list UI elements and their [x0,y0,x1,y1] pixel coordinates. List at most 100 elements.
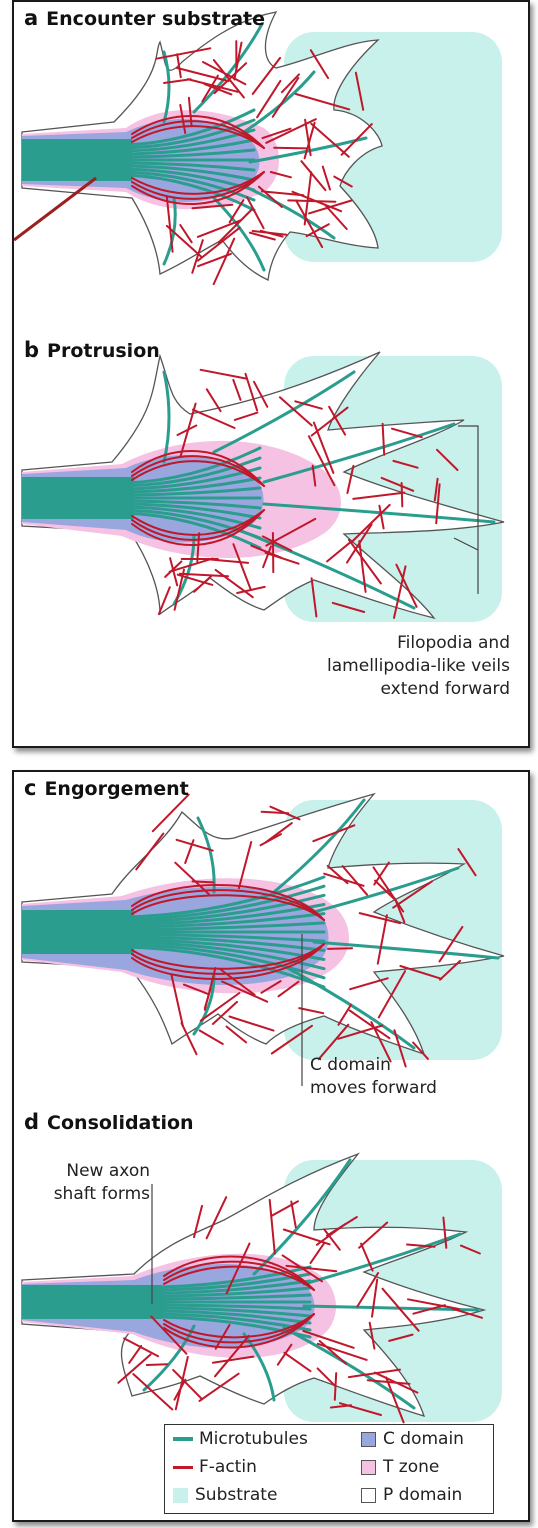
factin-filament [179,402,197,458]
factin-filament [457,848,477,877]
microtubule [122,486,262,497]
factin-filament [261,127,292,140]
microtubule [192,974,216,1036]
factin-filament [333,1372,338,1401]
factin-filament [280,73,300,94]
factin-filament [270,1024,313,1055]
growth-cone-a [14,11,502,286]
substrate-box-icon [173,1487,188,1503]
factin-filament [328,405,347,436]
factin-filament [371,1278,379,1318]
factin-filament [303,121,316,160]
factin-filament [350,503,391,544]
microtubule [160,1306,312,1318]
factin-filament [173,1378,187,1401]
factin-filament [323,1228,341,1251]
panel-c-annotation: C domain moves forward [310,1054,437,1100]
factin-filament [347,538,382,585]
factin-filament [168,557,214,573]
factin-filament [217,207,254,244]
panel-c-title: Engorgement [44,778,189,800]
factin-filament [337,1003,352,1026]
legend-item-factin: F-actin [173,1457,257,1477]
microtubule [212,370,356,454]
factin-filament [393,1029,407,1068]
microtubule [122,943,326,980]
factin-filament [202,61,247,86]
annotation-d-line-2: shaft forms [53,1184,150,1204]
microtubule [122,945,326,989]
growth-cone-c [21,792,505,1086]
factin-filament [251,56,282,95]
panel-a-letter: a [24,6,39,30]
factin-filament [291,190,343,213]
microtubule [302,1232,462,1286]
factin-arc [131,894,325,921]
factin-filament [221,980,269,1003]
factin-arc [163,1260,315,1291]
factin-arc [131,509,265,546]
t-zone-box-icon [361,1459,376,1475]
factin-filament [298,1007,325,1015]
annotation-d-line-1: New axon [66,1161,150,1181]
factin-filament [295,199,324,249]
factin-filament [406,1243,436,1248]
panel-d-title: Consolidation [47,1112,194,1134]
factin-filament [182,983,210,996]
microtubule [232,526,416,610]
microtubule [122,170,256,202]
factin-filament [394,897,406,924]
panel-a-title: Encounter substrate [46,8,265,30]
factin-filament [212,237,236,286]
factin-filament [321,165,331,191]
factin-filament [150,1315,188,1355]
microtubule [160,1293,312,1301]
factin-filament [176,424,198,436]
axon-shaft-a [22,139,132,181]
factin-filament [165,195,174,253]
factin-filament [302,1330,355,1349]
factin-filament [176,573,214,586]
panel-a-heading: a Encounter substrate [24,6,265,30]
microtubule [122,502,262,520]
factin-arc [131,943,325,975]
factin-filament [172,1368,204,1401]
factin-filament [199,992,241,1022]
factin-filament [191,203,234,210]
microtubule [122,138,256,156]
factin-filament [380,476,415,492]
factin-arc [131,171,265,200]
growth-cone-b [21,351,505,622]
factin-filament [157,586,171,616]
panel-b-title: Protrusion [47,340,160,362]
factin-filament [205,1196,228,1240]
factin-filament [198,1029,224,1045]
factin-filament [196,219,242,238]
factin-filament [412,1304,446,1315]
factin-filament [310,122,350,158]
annotation-b-line-1: Filopodia and [397,633,510,653]
factin-filament [264,551,300,565]
factin-filament [169,557,179,587]
factin-arc [131,450,265,487]
microtubule [122,511,262,550]
factin-a [131,40,373,286]
microtubule [282,1326,416,1410]
microtubule [312,866,460,914]
factin-filament [261,535,293,552]
legend-item-c-domain: C domain [361,1429,464,1449]
factin-filament [270,1200,299,1217]
factin-filament [278,396,313,427]
factin-filament [349,977,389,991]
axon-shaft-c [22,910,134,954]
factin-filament [170,974,184,1028]
factin-filament [191,408,236,429]
factin-filament [312,824,356,843]
factin-filament [451,1307,483,1319]
factin-filament [326,1216,358,1237]
microtubule [122,933,326,943]
factin-filament [305,223,330,238]
factin-filament [174,1356,189,1411]
microtubule [282,964,416,1050]
